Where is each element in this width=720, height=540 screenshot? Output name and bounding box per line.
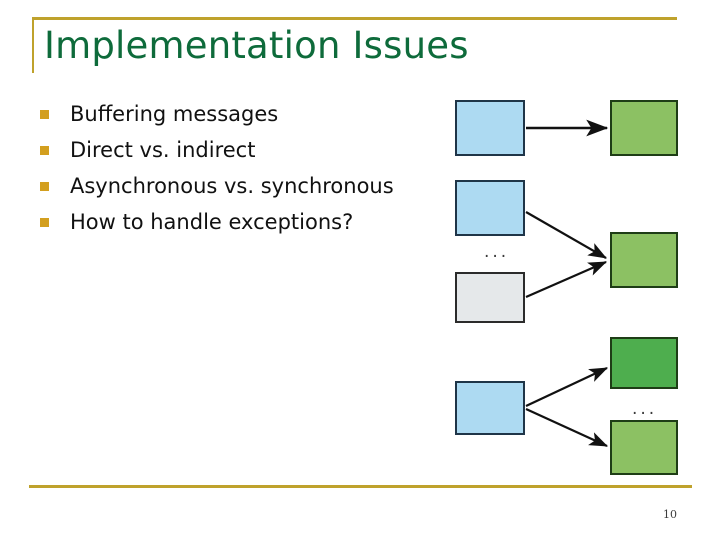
arrow-sender3-receiver3b [525,407,609,448]
bullet-label: How to handle exceptions? [70,210,354,234]
square-bullet-icon [40,182,49,191]
square-bullet-icon [40,146,49,155]
diagram-node-receiver-2 [610,232,678,288]
diagram-node-sender-3 [455,381,525,435]
list-item: Asynchronous vs. synchronous [40,170,440,206]
page-number: 10 [663,508,677,521]
arrow-sender3-receiver3a [525,367,608,407]
list-item: Direct vs. indirect [40,134,440,170]
square-bullet-icon [40,110,49,119]
arrow-sender2a-receiver2 [525,211,607,259]
title-rule-left [32,17,34,73]
diagram-node-receiver-1 [610,100,678,156]
bullet-label: Asynchronous vs. synchronous [70,174,394,198]
list-item: How to handle exceptions? [40,206,440,242]
diagram-node-sender-2a [455,180,525,236]
arrow-sender2b-receiver2 [525,260,608,299]
bullet-list: Buffering messages Direct vs. indirect A… [40,98,440,242]
list-item: Buffering messages [40,98,440,134]
diagram-ellipsis-receivers: ... [632,399,658,419]
bullet-label: Direct vs. indirect [70,138,256,162]
bullet-label: Buffering messages [70,102,279,126]
diagram-node-sender-1 [455,100,525,156]
title-rule-top [32,17,677,20]
footer-rule [29,485,692,488]
diagram-node-receiver-3a [610,337,678,389]
diagram-ellipsis-senders: ... [484,242,510,262]
page-title: Implementation Issues [44,24,469,67]
square-bullet-icon [40,218,49,227]
diagram-node-sender-2b [455,272,525,323]
diagram-node-receiver-3b [610,420,678,475]
